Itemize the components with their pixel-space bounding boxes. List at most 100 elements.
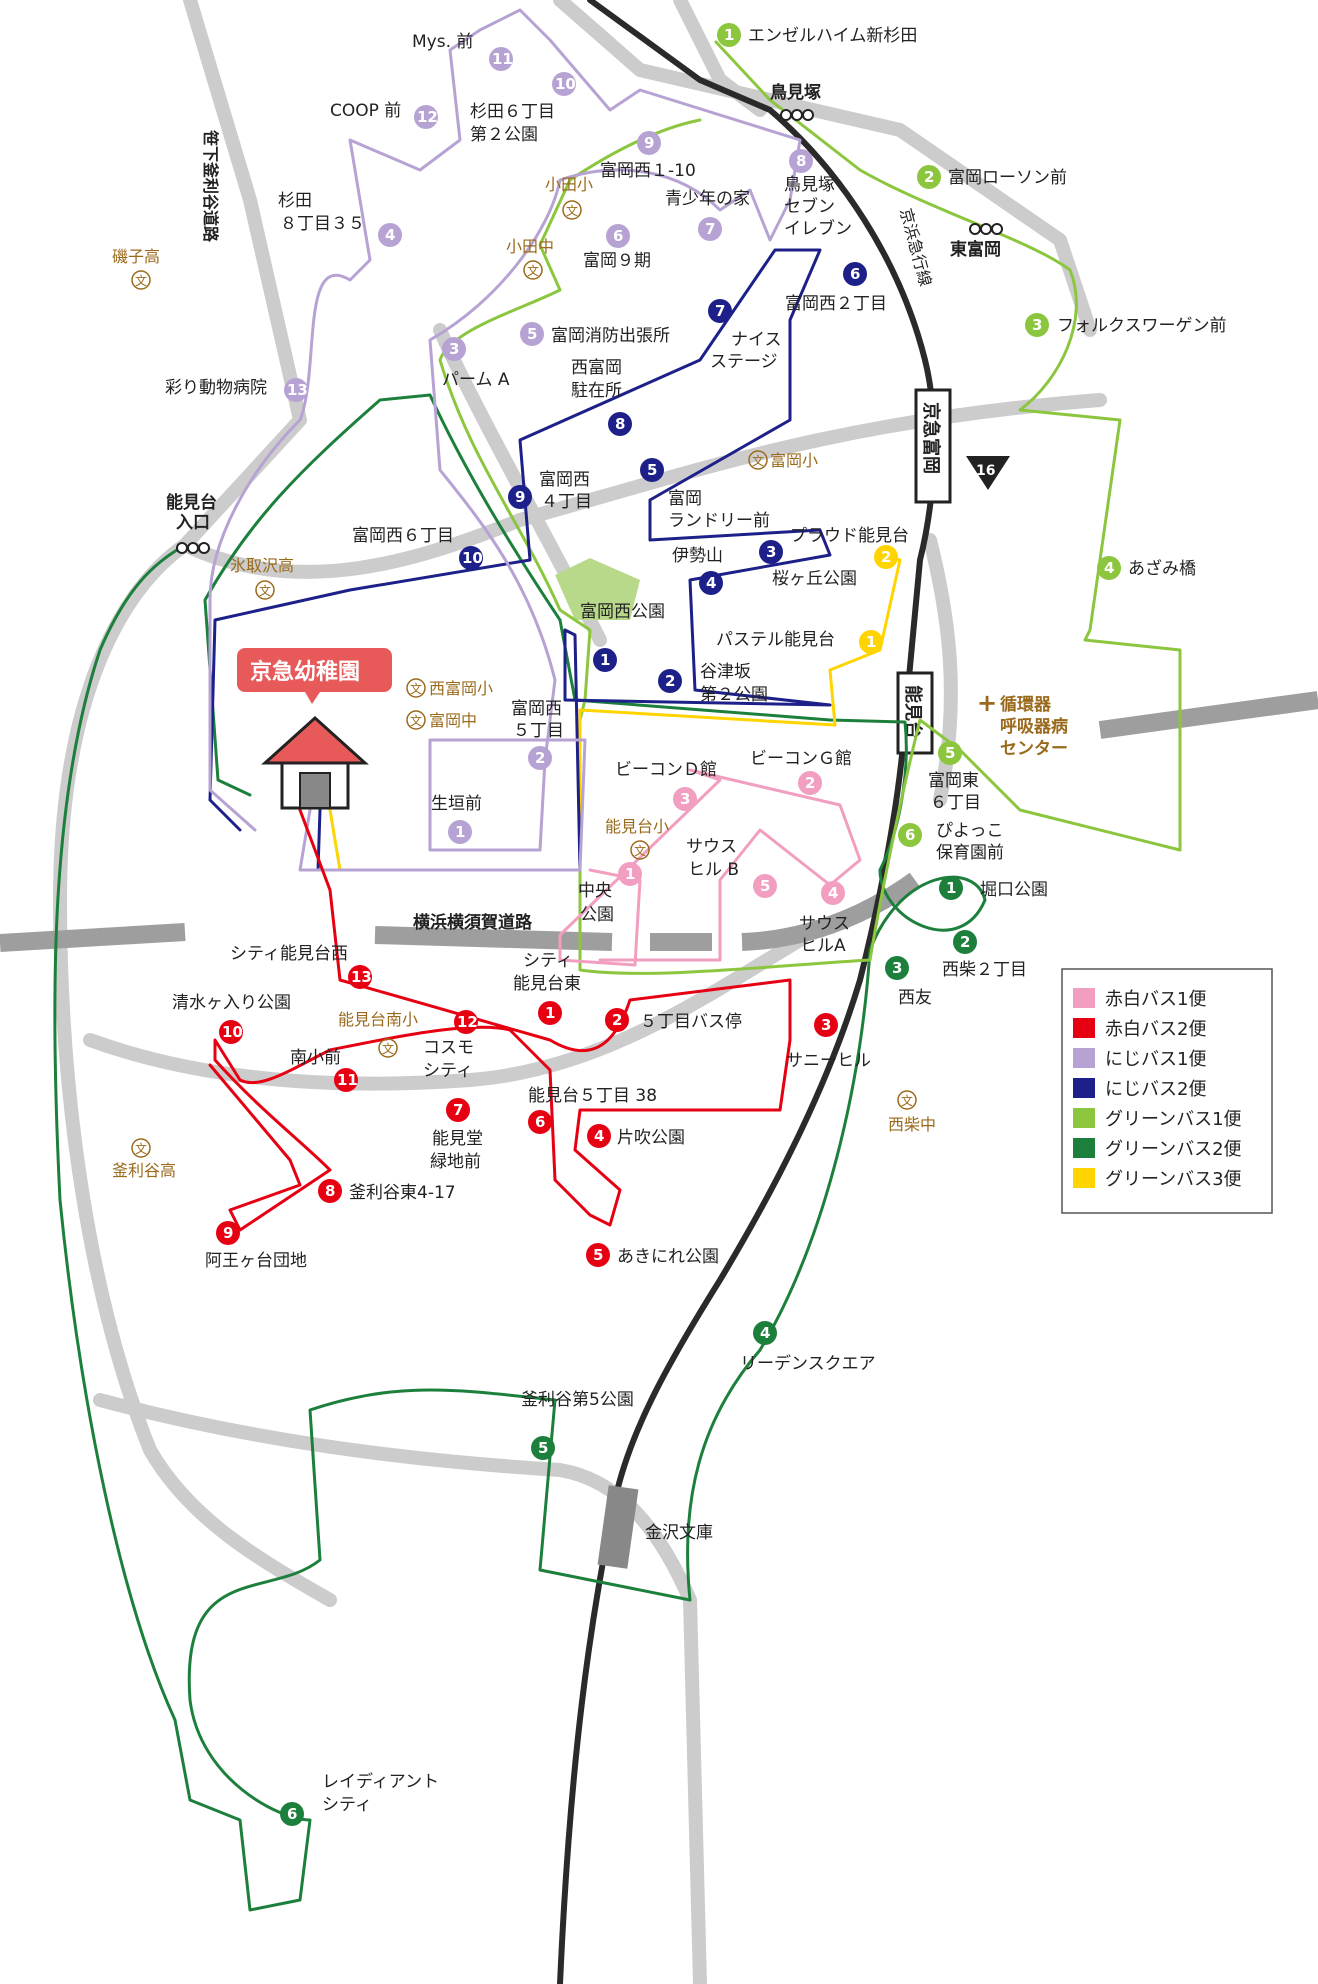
- stop-marker[interactable]: 5: [753, 874, 777, 898]
- stop-marker[interactable]: 1: [448, 820, 472, 844]
- stop-marker[interactable]: 2: [798, 771, 822, 795]
- stop-marker[interactable]: 1: [717, 23, 741, 47]
- stop-marker[interactable]: 6: [606, 224, 630, 248]
- stop-number: 2: [924, 168, 934, 186]
- stop-marker[interactable]: 13: [348, 965, 372, 989]
- kindergarten-marker[interactable]: 京急幼稚園: [237, 648, 392, 810]
- stop-marker[interactable]: 7: [446, 1098, 470, 1122]
- stop-marker[interactable]: 1: [538, 1001, 562, 1025]
- stop-marker[interactable]: 3: [885, 956, 909, 980]
- bun-circle-icon: [378, 1038, 398, 1058]
- stop-dot: [608, 412, 632, 436]
- stop-marker[interactable]: 12: [414, 105, 438, 129]
- stop-number: 9: [515, 488, 525, 506]
- stop-marker[interactable]: 8: [608, 412, 632, 436]
- stop-marker[interactable]: 3: [442, 337, 466, 361]
- stop-marker[interactable]: 6: [843, 262, 867, 286]
- station-nokendai-iriguchi[interactable]: 能見台 入口: [166, 492, 217, 554]
- stop-label: 堀口公園: [980, 880, 1048, 900]
- bun-glyph: 文: [410, 681, 422, 696]
- stop-dot: [378, 223, 402, 247]
- stop-marker[interactable]: 3: [814, 1013, 838, 1037]
- station-torimizuka[interactable]: 鳥見塚: [770, 82, 821, 121]
- stop-marker[interactable]: 1: [593, 648, 617, 672]
- stop-marker[interactable]: 2: [605, 1008, 629, 1032]
- stop-marker[interactable]: 4: [699, 571, 723, 595]
- stop-marker[interactable]: 11: [489, 47, 513, 71]
- stop-dot: [446, 1098, 470, 1122]
- school-name: 小田中: [506, 237, 554, 256]
- stop-marker[interactable]: 2: [528, 746, 552, 770]
- stop-marker[interactable]: 4: [753, 1321, 777, 1345]
- station-higashitomioka[interactable]: 東富岡: [950, 223, 1003, 260]
- stop-marker[interactable]: 5: [520, 322, 544, 346]
- kanazawa-bunko-station[interactable]: [597, 1485, 639, 1569]
- stop-marker[interactable]: 1: [859, 630, 883, 654]
- stop-number: 10: [555, 75, 576, 93]
- stop-marker[interactable]: 9: [508, 485, 532, 509]
- stop-marker[interactable]: 7: [708, 299, 732, 323]
- stop-marker[interactable]: 4: [821, 881, 845, 905]
- stop-marker[interactable]: 7: [698, 217, 722, 241]
- stop-dot: [843, 262, 867, 286]
- stop-marker[interactable]: 10: [219, 1020, 243, 1044]
- station-icon: [791, 109, 803, 121]
- legend-label: グリーンバス1便: [1105, 1109, 1242, 1130]
- stop-marker[interactable]: 1: [939, 876, 963, 900]
- legend-item: にじバス2便: [1073, 1078, 1206, 1100]
- stop-label: 富岡西２丁目: [785, 294, 887, 314]
- legend-item: 赤白バス2便: [1073, 1018, 1206, 1040]
- stop-marker[interactable]: 4: [1097, 556, 1121, 580]
- stop-number: 13: [287, 381, 308, 399]
- stop-marker[interactable]: 2: [658, 669, 682, 693]
- stop-dot: [531, 1436, 555, 1460]
- stop-marker[interactable]: 9: [637, 131, 661, 155]
- stop-marker[interactable]: 10: [552, 72, 576, 96]
- stop-marker[interactable]: 3: [1025, 313, 1049, 337]
- stop-dot: [586, 1243, 610, 1267]
- stop-label: シティ: [523, 951, 573, 971]
- kanazawa-bunko-label: 金沢文庫: [645, 1523, 713, 1543]
- stop-marker[interactable]: 12: [454, 1010, 478, 1034]
- legend-item: グリーンバス2便: [1073, 1138, 1242, 1160]
- stop-label: 清水ヶ入り公園: [172, 993, 291, 1013]
- bun-circle-icon: [523, 260, 543, 280]
- stop-dot: [898, 823, 922, 847]
- stop-marker[interactable]: 5: [938, 741, 962, 765]
- stop-marker[interactable]: 5: [640, 458, 664, 482]
- stop-marker[interactable]: 4: [587, 1124, 611, 1148]
- station-icon: [187, 542, 199, 554]
- stop-label: 南小前: [290, 1048, 341, 1068]
- stop-marker[interactable]: 4: [378, 223, 402, 247]
- stop-marker[interactable]: 13: [284, 378, 308, 402]
- stop-marker[interactable]: 6: [280, 1802, 304, 1826]
- stop-dot: [459, 546, 483, 570]
- stop-marker[interactable]: 8: [318, 1179, 342, 1203]
- stop-label: シティ: [423, 1061, 473, 1081]
- expressway-label: 横浜横須賀道路: [413, 912, 533, 933]
- stop-marker[interactable]: 3: [759, 540, 783, 564]
- stop-marker[interactable]: 3: [673, 787, 697, 811]
- house-icon: [261, 715, 369, 810]
- school-name: 富岡中: [429, 711, 477, 730]
- stop-label: シティ能見台西: [230, 944, 348, 964]
- stop-label: ６丁目: [930, 793, 981, 813]
- bun-circle-icon: [406, 710, 426, 730]
- stop-marker[interactable]: 10: [459, 546, 483, 570]
- stop-marker[interactable]: 6: [528, 1110, 552, 1134]
- stop-dot: [917, 165, 941, 189]
- stop-dot: [753, 874, 777, 898]
- stop-marker[interactable]: 8: [789, 149, 813, 173]
- stop-marker[interactable]: 2: [874, 545, 898, 569]
- stops-green2: 1 堀口公園 2 西柴２丁目 3 西友 4 リーデンスクエア 5 釜利谷第5公園…: [280, 876, 1048, 1826]
- stop-marker[interactable]: 9: [216, 1221, 240, 1245]
- stop-marker[interactable]: 11: [334, 1068, 358, 1092]
- stop-marker[interactable]: 2: [953, 930, 977, 954]
- stop-marker[interactable]: 5: [586, 1243, 610, 1267]
- stop-marker[interactable]: 1: [618, 862, 642, 886]
- stop-number: 2: [665, 672, 675, 690]
- stop-marker[interactable]: 6: [898, 823, 922, 847]
- stop-marker[interactable]: 2: [917, 165, 941, 189]
- stop-marker[interactable]: 5: [531, 1436, 555, 1460]
- stop-number: 4: [828, 884, 838, 902]
